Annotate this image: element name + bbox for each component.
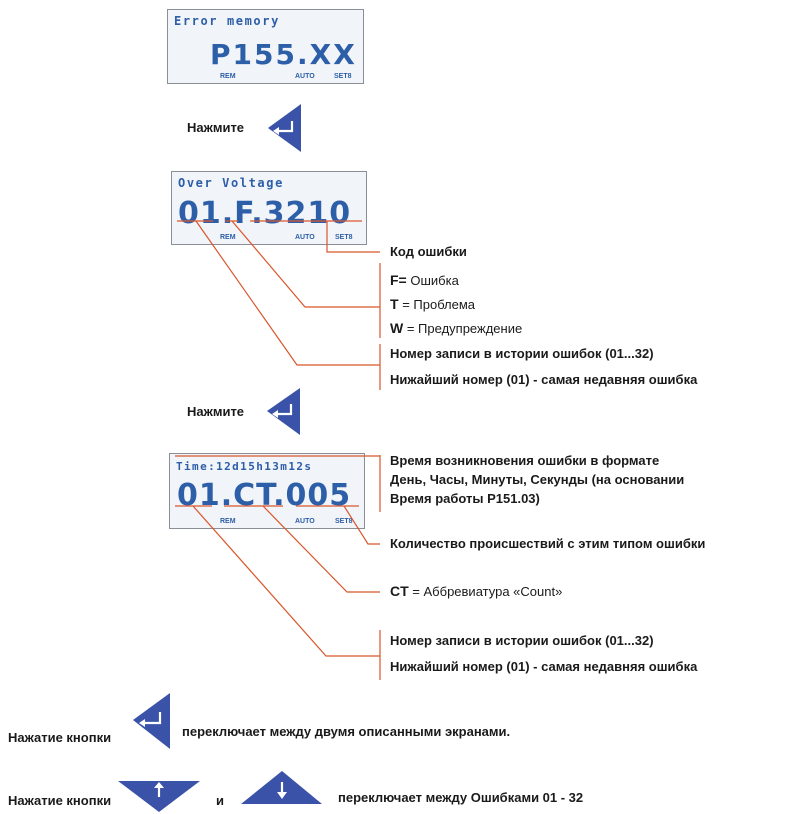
value-ct: = Аббревиатура «Count» (412, 584, 563, 599)
label-t-problem: T = Проблема (390, 296, 475, 313)
up-button-icon[interactable] (241, 771, 322, 804)
key-f: F= (390, 272, 407, 288)
value-w: = Предупреждение (406, 321, 523, 336)
press-label-2: Нажмите (187, 404, 245, 419)
label-f-fault: F= Ошибка (390, 272, 459, 289)
indicator-rem: REM (220, 518, 236, 525)
label-time-3: Время работы P151.03) (390, 491, 540, 506)
leader-lines (175, 220, 381, 680)
display-main-value: P155.XX (210, 38, 357, 71)
key-t: T (390, 296, 399, 312)
enter-button-icon[interactable] (267, 388, 300, 435)
key-ct: CT (390, 583, 409, 599)
bottom-and: и (216, 793, 224, 808)
label-record-number: Номер записи в истории ошибок (01...32) (390, 346, 654, 361)
press-label-1: Нажмите (187, 120, 245, 135)
display-top-line: Error memory (174, 14, 280, 28)
down-button-icon[interactable] (118, 781, 200, 812)
value-t: = Проблема (402, 297, 476, 312)
enter-button-icon[interactable] (268, 104, 301, 152)
label-ct: CT = Аббревиатура «Count» (390, 583, 562, 600)
label-record-lowest: Нижайший номер (01) - самая недавняя оши… (390, 372, 698, 387)
label-time-1: Время возникновения ошибки в формате (390, 453, 660, 468)
label-record-lowest-2: Нижайший номер (01) - самая недавняя оши… (390, 659, 698, 674)
label-count: Количество происшествий с этим типом оши… (390, 536, 706, 551)
display-main-value: 01.F.3210 (178, 196, 352, 231)
key-w: W (390, 320, 404, 336)
label-w-warning: W = Предупреждение (390, 320, 522, 337)
enter-button-icon[interactable] (133, 693, 170, 749)
display-top-line: Time:12d15h13m12s (176, 460, 313, 473)
indicator-rem: REM (220, 234, 236, 241)
indicator-auto: AUTO (295, 73, 315, 80)
label-error-code: Код ошибки (390, 244, 467, 259)
indicator-auto: AUTO (295, 518, 315, 525)
label-record-number-2: Номер записи в истории ошибок (01...32) (390, 633, 654, 648)
label-time-2: День, Часы, Минуты, Секунды (на основани… (390, 472, 685, 487)
bottom-switch-errors: переключает между Ошибками 01 - 32 (338, 790, 584, 805)
value-f: Ошибка (410, 273, 459, 288)
display-over-voltage: Over Voltage 01.F.3210 REM AUTO SET8 (171, 171, 367, 245)
bottom-press-label-1: Нажатие кнопки (8, 730, 112, 745)
indicator-set: SET8 (335, 518, 353, 525)
display-top-line: Over Voltage (178, 176, 284, 190)
bottom-switch-screens: переключает между двумя описанными экран… (182, 724, 511, 739)
indicator-rem: REM (220, 73, 236, 80)
display-error-memory: Error memory P155.XX REM AUTO SET8 (167, 9, 364, 84)
indicator-set: SET8 (335, 234, 353, 241)
bottom-press-label-2: Нажатие кнопки (8, 793, 112, 808)
indicator-set: SET8 (334, 73, 352, 80)
indicator-auto: AUTO (295, 234, 315, 241)
